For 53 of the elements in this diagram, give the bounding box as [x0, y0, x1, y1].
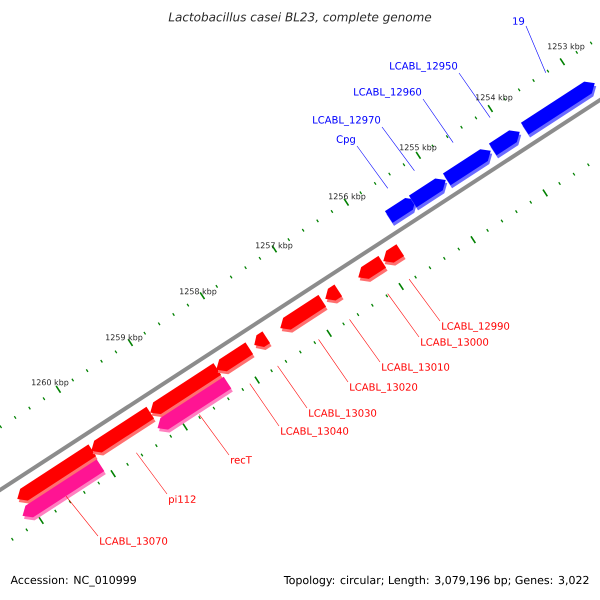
scale-label: 1254 kbp	[476, 94, 512, 102]
leader-line	[198, 414, 230, 456]
gene-label: 19	[513, 17, 524, 25]
gene-label: LCABL_13020	[350, 383, 418, 393]
gene-feature	[383, 244, 406, 266]
gene-label: LCABL_12960	[354, 88, 422, 98]
leader-line	[458, 72, 490, 118]
gene-label: LCABL_12970	[313, 116, 380, 126]
leader-line	[136, 452, 168, 494]
leader-line	[250, 383, 280, 426]
footer-text: Topology: circular; Length: 3,079,196 bp; Genes: 3,022	[284, 576, 588, 586]
scale-label: 1255 kbp	[400, 144, 436, 152]
gene-label: LCABL_12950	[390, 62, 458, 72]
gene-feature	[91, 406, 156, 456]
gene-label: LCABL_13000	[421, 338, 488, 348]
scale-label: 1258 kbp	[180, 288, 216, 296]
scale-label: 1260 kbp	[32, 379, 68, 387]
gene-feature	[408, 178, 448, 210]
leader-line	[422, 98, 454, 143]
leader-line	[382, 126, 415, 172]
gene-label: LCABL_13010	[382, 363, 450, 373]
scale-label: 1256 kbp	[329, 193, 366, 201]
title: Lactobacillus casei BL23, complete genome	[168, 12, 432, 24]
gene-label: Cpg	[336, 135, 355, 145]
gene-feature	[358, 256, 388, 282]
scale-label: 1253 kbp	[548, 43, 584, 51]
gene-feature	[158, 376, 233, 433]
gene-feature	[520, 82, 596, 138]
leader-line	[408, 278, 440, 322]
gene-label: pi112	[169, 495, 196, 505]
scale-label: 1257 kbp	[256, 242, 292, 250]
leader-line	[277, 366, 308, 408]
scale-label: 1259 kbp	[106, 334, 142, 342]
gene-feature	[22, 459, 106, 520]
leader-line	[318, 339, 348, 382]
footer-text: Accession: NC_010999	[10, 576, 136, 586]
leader-line	[66, 496, 98, 536]
gene-feature	[325, 284, 344, 304]
gene-feature	[216, 342, 255, 374]
leader-line	[349, 319, 380, 362]
gene-feature	[280, 294, 328, 333]
gene-feature	[254, 331, 272, 350]
leader-line	[387, 293, 420, 338]
gene-feature	[488, 130, 522, 158]
gene-label: LCABL_13040	[281, 427, 348, 437]
gene-label: recT	[231, 456, 252, 464]
gene-label: LCABL_13030	[309, 409, 376, 419]
gene-label: LCABL_12990	[442, 322, 510, 332]
leader-line	[526, 26, 546, 74]
gene-feature	[442, 149, 492, 188]
gene-label: LCABL_13070	[100, 537, 168, 547]
leader-line	[356, 146, 388, 189]
gene-feature	[384, 198, 418, 226]
